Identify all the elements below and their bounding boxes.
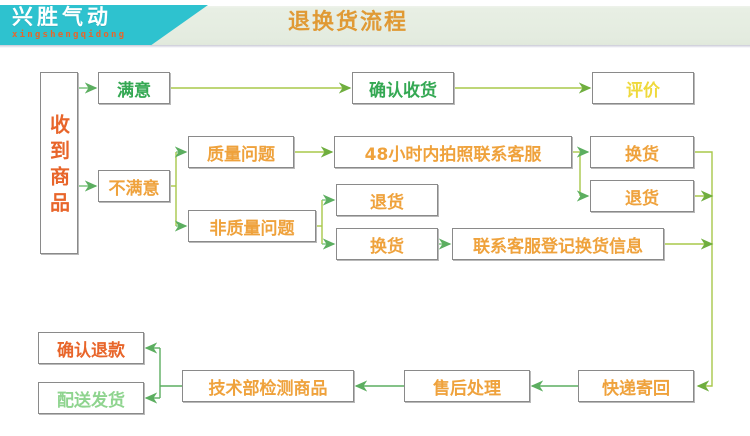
flow-node-n15: 配送发货	[38, 382, 144, 414]
flow-node-label: 技术部检测商品	[208, 378, 328, 399]
flow-node-label: 非质量问题	[209, 218, 295, 239]
flow-node-n4: 评价	[592, 72, 694, 104]
flow-node-label: 确认收货	[369, 80, 437, 101]
flow-node-n5: 不满意	[98, 170, 170, 202]
flow-node-n7: 非质量问题	[188, 210, 316, 242]
flow-node-n8: 48小时内拍照联系客服	[334, 136, 572, 168]
flow-node-n18: 快递寄回	[578, 370, 694, 402]
flow-node-label: 联系客服登记换货信息	[473, 236, 643, 257]
flow-node-label: 换货	[625, 144, 659, 165]
flow-node-label: 评价	[626, 80, 660, 101]
flow-node-label: 满意	[117, 80, 151, 101]
flow-node-n9: 退货	[336, 184, 438, 216]
edge-exchange-to-shipback	[694, 151, 713, 392]
flow-node-label: 配送发货	[57, 390, 125, 411]
header-bottom-rule	[0, 45, 750, 48]
flow-node-n14: 确认退款	[38, 332, 144, 364]
flow-node-n2: 满意	[98, 72, 170, 104]
flow-node-label: 确认退款	[57, 340, 125, 361]
flow-node-label: 快递寄回	[602, 378, 670, 399]
flow-node-n1: 收到商品	[40, 72, 78, 254]
flow-node-n17: 售后处理	[404, 370, 530, 402]
flow-node-label: 退货	[370, 192, 404, 213]
brand-name-cn: 兴胜气动	[12, 5, 112, 29]
flow-node-n12: 退货	[590, 180, 694, 212]
flow-node-n6: 质量问题	[188, 136, 294, 168]
flow-node-n3: 确认收货	[352, 72, 454, 104]
flow-node-n13: 联系客服登记换货信息	[452, 228, 664, 260]
flow-node-label: 质量问题	[207, 144, 275, 165]
page-title: 退换货流程	[288, 10, 409, 35]
brand-name-pinyin: xingshengqidong	[12, 30, 127, 40]
flow-node-label: 48小时内拍照联系客服	[364, 144, 542, 165]
flow-node-label: 不满意	[108, 178, 160, 199]
header-top-rule	[0, 0, 750, 6]
flow-node-label: 换货	[370, 236, 404, 257]
flow-node-label: 退货	[625, 188, 659, 209]
flow-node-label: 售后处理	[433, 378, 501, 399]
connector-layer	[78, 82, 714, 404]
flow-node-n11: 换货	[590, 136, 694, 168]
page-header: 兴胜气动 xingshengqidong 退换货流程	[0, 0, 750, 48]
flow-node-n10: 换货	[336, 228, 438, 260]
flow-node-label: 收到商品	[46, 114, 71, 218]
flow-node-n16: 技术部检测商品	[182, 370, 354, 402]
